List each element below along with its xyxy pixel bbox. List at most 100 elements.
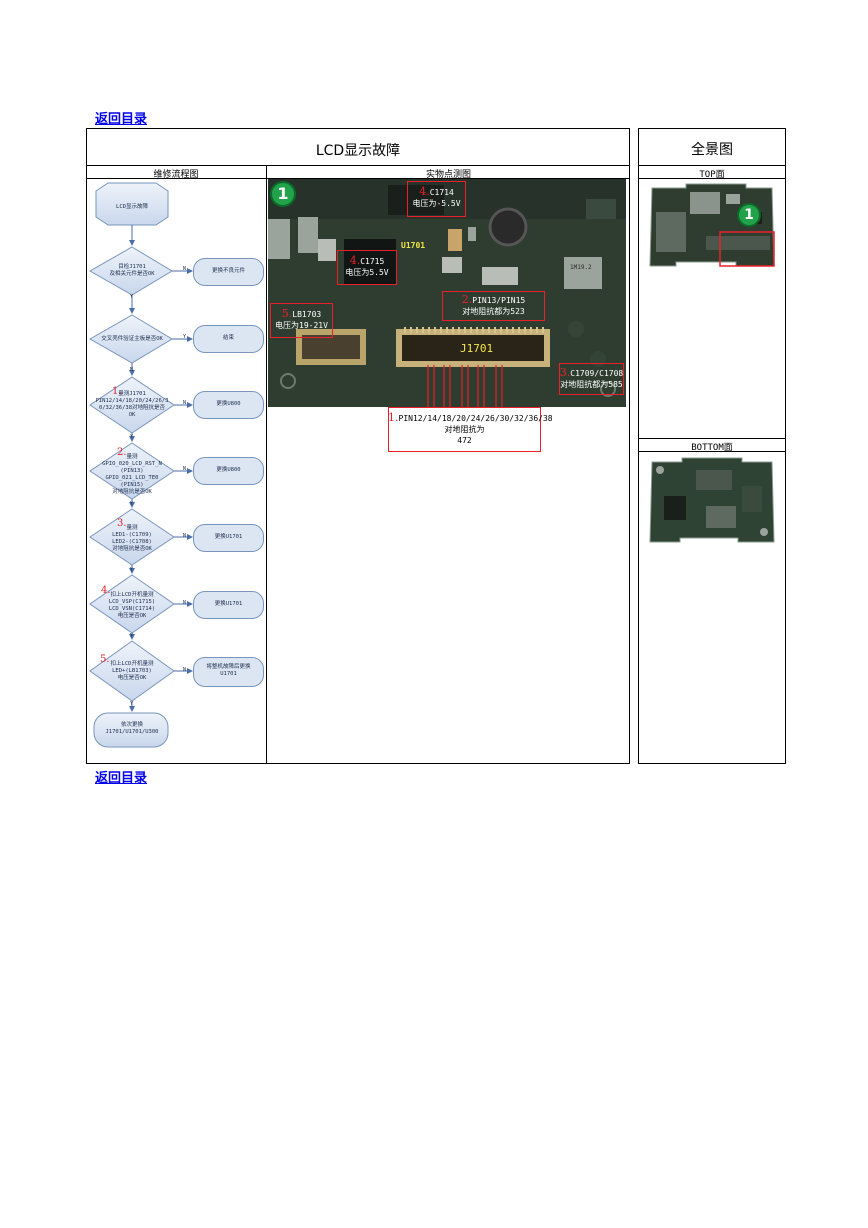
flow-end-text: 依次更换 J1701/U1701/U300 bbox=[105, 722, 159, 735]
result-node-1 bbox=[193, 258, 264, 286]
result-node-2 bbox=[193, 325, 264, 353]
panorama-table bbox=[638, 128, 786, 764]
annotation-pin13-15-value: 对地阻抗都为523 bbox=[462, 307, 525, 316]
back-to-contents-link-top[interactable]: 返回目录 bbox=[95, 112, 148, 127]
connector-label-j1701: J1701 bbox=[460, 342, 494, 355]
flow-result-5-text: 更换U1701 bbox=[214, 534, 243, 540]
annotation-c1715-value: 电压为5.5V bbox=[345, 268, 389, 277]
annotation-c1714-value: 电压为-5.5V bbox=[412, 199, 461, 208]
flow-no-label: N bbox=[183, 533, 187, 539]
flow-decision-3-text: 量测J1701 PIN12/14/18/20/24/26/3 0/32/36/3… bbox=[95, 391, 169, 418]
result-node-6 bbox=[193, 591, 264, 619]
flow-no-label: N bbox=[183, 400, 187, 406]
annotation-pins-list-value: 472 bbox=[457, 436, 472, 445]
flow-decision-7-text: 扣上LCD开机量测 LED+(LB1703) 电压是否OK bbox=[110, 661, 154, 681]
flow-step-1-number: 1. bbox=[112, 386, 122, 397]
photo-column-header: 实物点测图 bbox=[425, 170, 471, 180]
annotation-pins-list-number: 1. bbox=[388, 411, 399, 424]
flow-step-2-number: 2. bbox=[117, 447, 127, 458]
flow-decision-2-text: 交叉壳件验证主板是否OK bbox=[101, 336, 163, 342]
annotation-c1709-c1708-ref: C1709/C1708 bbox=[570, 369, 624, 378]
annotation-c1715 bbox=[337, 250, 397, 285]
flow-yes-label: Y bbox=[183, 334, 187, 340]
pcb-photo bbox=[268, 179, 626, 407]
flow-yes-label: Y bbox=[130, 701, 134, 707]
pano-mid-rule bbox=[638, 438, 786, 439]
flow-no-label: N bbox=[183, 266, 187, 272]
annotation-lb1703-ref: LB1703 bbox=[292, 310, 322, 319]
annotation-c1709-c1708 bbox=[559, 363, 624, 395]
flowchart-shapes bbox=[88, 182, 193, 748]
flow-result-3-text: 更换U800 bbox=[216, 401, 241, 407]
flow-result-1-text: 更换不良元件 bbox=[211, 268, 245, 274]
flowchart-column-header: 维修流程图 bbox=[153, 170, 199, 180]
bottom-side-header: BOTTOM面 bbox=[691, 443, 733, 453]
annotation-c1709-c1708-value: 对地阻抗都为585 bbox=[560, 380, 623, 389]
annotation-pins-list bbox=[388, 407, 541, 452]
flow-result-7-text: 将整机故障后更换 U1701 bbox=[206, 664, 251, 677]
annotation-c1709-c1708-number: 3. bbox=[559, 366, 571, 379]
flow-result-6-text: 更换U1701 bbox=[214, 601, 243, 607]
page-title: LCD显示故障 bbox=[315, 143, 401, 159]
crystal-label: 1M19.2 bbox=[570, 264, 592, 271]
flow-yes-label: Y bbox=[130, 434, 134, 440]
flow-yes-label: Y bbox=[130, 567, 134, 573]
flow-decision-4-text: 量测 GPIO_020_LCD_RST_N (PIN13) GPIO_021_L… bbox=[102, 454, 162, 495]
annotation-c1715-text: 4.C1715 电压为5.5V bbox=[337, 255, 397, 278]
flow-no-label: N bbox=[183, 667, 187, 673]
annotation-c1714-ref: C1714 bbox=[429, 188, 454, 197]
annotation-c1709-c1708-text: 3.C1709/C1708 对地阻抗都为585 bbox=[559, 367, 624, 390]
annotation-lb1703-number: 5. bbox=[281, 307, 293, 320]
subheader-rule bbox=[86, 178, 630, 179]
annotation-pin13-15 bbox=[442, 291, 545, 321]
flow-yes-label: Y bbox=[130, 501, 134, 507]
annotation-lb1703-text: 5.LB1703 电压为19-21V bbox=[270, 308, 333, 331]
annotation-pin13-15-ref: PIN13/PIN15 bbox=[472, 296, 526, 305]
annotation-c1715-ref: C1715 bbox=[360, 257, 385, 266]
annotation-c1714-text: 4.C1714 电压为-5.5V bbox=[407, 186, 466, 209]
flow-no-label: N bbox=[183, 600, 187, 606]
annotation-pins-list-ref: PIN12/14/18/20/24/26/30/32/36/38 bbox=[398, 414, 553, 423]
flow-decision-1-text: 目检J1701 及相关元件是否OK bbox=[109, 264, 155, 277]
main-table bbox=[86, 128, 630, 764]
result-node-5 bbox=[193, 524, 264, 552]
flow-yes-label: Y bbox=[130, 294, 134, 300]
top-side-header: TOP面 bbox=[699, 170, 725, 180]
top-side-board-image bbox=[649, 183, 775, 267]
flow-result-2-text: 结束 bbox=[222, 335, 234, 341]
back-to-contents-link-bottom[interactable]: 返回目录 bbox=[95, 771, 148, 786]
annotation-c1714 bbox=[407, 181, 466, 217]
flow-decision-5-text: 量测 LED1-(C1709) LED2-(C1708) 对地阻抗是否OK bbox=[112, 525, 152, 552]
flow-result-4-text: 更换U800 bbox=[216, 467, 241, 473]
flow-no-label: N bbox=[130, 367, 134, 373]
annotation-c1714-number: 4. bbox=[419, 185, 430, 198]
annotation-lb1703 bbox=[270, 303, 333, 338]
pano-header-rule bbox=[638, 165, 786, 166]
result-node-3 bbox=[193, 391, 264, 419]
start-node bbox=[95, 182, 169, 226]
annotation-pin13-15-text: 2.PIN13/PIN15 对地阻抗都为523 bbox=[442, 294, 545, 317]
annotation-pins-list-text: 1.PIN12/14/18/20/24/26/30/32/36/38 对地阻抗为… bbox=[388, 411, 553, 446]
annotation-c1715-number: 4. bbox=[349, 254, 361, 267]
header-rule bbox=[86, 165, 630, 166]
flow-start-text: LCD显示故障 bbox=[116, 204, 148, 210]
ic-label-u1701: U1701 bbox=[401, 241, 426, 250]
end-node bbox=[93, 712, 169, 748]
pano-subheader-rule bbox=[638, 178, 786, 179]
result-node-7 bbox=[193, 657, 264, 687]
flow-step-3-number: 3. bbox=[117, 518, 127, 529]
panorama-title: 全景图 bbox=[691, 142, 733, 158]
flow-no-label: N bbox=[183, 466, 187, 472]
flow-step-5-number: 5. bbox=[100, 654, 110, 665]
location-badge: 1 bbox=[270, 181, 296, 207]
annotation-lb1703-value: 电压为19-21V bbox=[275, 321, 328, 330]
pano-bottom-header-rule bbox=[638, 451, 786, 452]
flow-yes-label: Y bbox=[130, 633, 134, 639]
panorama-location-badge: 1 bbox=[737, 203, 761, 227]
annotation-pins-list-label: 对地阻抗为 bbox=[444, 425, 485, 434]
annotation-pin13-15-number: 2. bbox=[461, 293, 473, 306]
flow-step-4-number: 4. bbox=[101, 585, 111, 596]
flow-decision-6-text: 扣上LCD开机量测 LCD_VSP(C1715) LCD_VSN(C1714) … bbox=[108, 592, 156, 619]
bottom-side-board-image bbox=[649, 457, 775, 543]
result-node-4 bbox=[193, 457, 264, 485]
